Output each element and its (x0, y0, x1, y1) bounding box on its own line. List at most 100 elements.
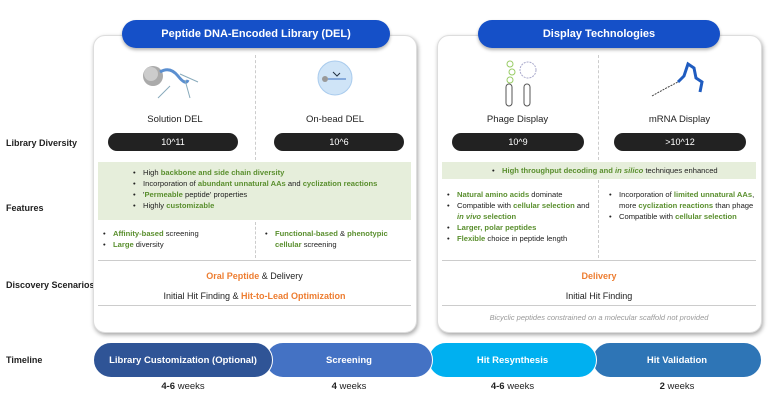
text-segment: Delivery (581, 271, 617, 281)
text-segment: in silico (615, 166, 644, 175)
text-segment: limited unnatural AAs (673, 190, 753, 199)
text-segment: Natural amino acids (457, 190, 530, 199)
phage-display-label: Phage Display (486, 114, 549, 125)
feature-item: 'Permeable peptide' properties (133, 189, 377, 200)
feature-item: Highly customizable (133, 200, 377, 211)
feature-item: Large diversity (103, 239, 248, 250)
display-note: Bicyclic peptides constrained on a molec… (489, 313, 709, 322)
duration-number: 2 (659, 381, 665, 392)
display-card (437, 35, 762, 333)
text-segment: & Delivery (259, 271, 303, 281)
timeline-step: Screening (265, 342, 433, 378)
row-label-discovery: Discovery Scenarios (6, 280, 95, 290)
feature-item: High throughput decoding and in silico t… (492, 165, 718, 176)
timeline-duration: 4-6 weeks (453, 381, 573, 392)
feature-item: Compatible with cellular selection and i… (447, 200, 595, 222)
row-label-diversity: Library Diversity (6, 138, 78, 148)
text-segment: abundant unnatural AAs (197, 179, 286, 188)
text-segment: cellular selection (675, 212, 737, 221)
row-label-timeline: Timeline (6, 355, 43, 365)
timeline-duration: 4-6 weeks (123, 381, 243, 392)
solution-del-illustration (143, 66, 199, 99)
phage-illustration (505, 60, 537, 107)
display-shared-features: High throughput decoding and in silico t… (492, 165, 718, 176)
del-title: Peptide DNA-Encoded Library (DEL) (122, 20, 390, 48)
text-segment: selection (481, 212, 517, 221)
text-segment: peptide' properties (182, 190, 248, 199)
feature-item: High backbone and side chain diversity (133, 167, 377, 178)
text-segment: Compatible with (457, 201, 514, 210)
discovery-line: Initial Hit Finding (442, 286, 756, 306)
feature-item: Functional-based & phenotypic cellular s… (265, 228, 410, 250)
text-segment: Compatible with (619, 212, 676, 221)
on-bead-del-features: Functional-based & phenotypic cellular s… (265, 228, 410, 250)
diversity-pill: 10^11 (108, 133, 238, 151)
text-segment: Permeable (144, 190, 183, 199)
feature-item: Larger, polar peptides (447, 222, 595, 233)
duration-unit: weeks (336, 381, 367, 392)
del-shared-features: High backbone and side chain diversityIn… (133, 167, 377, 211)
on-bead-del-label: On-bead DEL (305, 114, 365, 125)
text-segment: cyclization reactions (638, 201, 714, 210)
solution-del-features: Affinity-based screeningLarge diversity (103, 228, 248, 250)
phage-display-features: Natural amino acids dominateCompatible w… (447, 189, 595, 244)
mrna-illustration (651, 61, 704, 97)
mrna-display-features: Incorporation of limited unnatural AAs, … (609, 189, 757, 222)
diversity-pill: 10^9 (452, 133, 584, 151)
text-segment: Initial Hit Finding & (163, 291, 242, 301)
bead-illustration (317, 60, 353, 96)
text-segment: customizable (166, 201, 215, 210)
text-segment: phenotypic cellular (275, 229, 388, 249)
text-segment: dominate (529, 190, 563, 199)
discovery-line: Oral Peptide & Delivery (98, 266, 411, 286)
text-segment: than phage (713, 201, 754, 210)
timeline-step: Hit Resynthesis (428, 342, 597, 378)
text-segment: Highly (143, 201, 167, 210)
text-segment: screening (301, 240, 337, 249)
timeline-duration: 2 weeks (617, 381, 737, 392)
text-segment: and (574, 201, 590, 210)
text-segment: ' (143, 190, 145, 199)
text-segment: Hit-to-Lead Optimization (241, 291, 346, 301)
duration-unit: weeks (664, 381, 695, 392)
timeline-step: Library Customization (Optional) (93, 342, 273, 378)
text-segment: backbone and side chain diversity (160, 168, 285, 177)
text-segment: screening (163, 229, 199, 238)
timeline-duration: 4 weeks (289, 381, 409, 392)
text-segment: Incorporation of (143, 179, 198, 188)
text-segment: & (337, 229, 348, 238)
text-segment: Larger, polar peptides (457, 223, 537, 232)
text-segment: diversity (133, 240, 164, 249)
text-segment: Large (113, 240, 134, 249)
text-segment: in vivo (457, 212, 482, 221)
diversity-pill: >10^12 (614, 133, 746, 151)
text-segment: cyclization reactions (302, 179, 378, 188)
text-segment: techniques enhanced (643, 166, 718, 175)
duration-unit: weeks (504, 381, 535, 392)
text-segment: Functional-based (275, 229, 338, 238)
duration-number: 4 (331, 381, 337, 392)
text-segment: Flexible (457, 234, 486, 243)
text-segment: Oral Peptide (206, 271, 260, 281)
feature-item: Affinity-based screening (103, 228, 248, 239)
text-segment: High throughput decoding and (502, 166, 616, 175)
solution-del-label: Solution DEL (147, 114, 203, 125)
duration-number: 4-6 (161, 381, 176, 392)
text-segment: High (143, 168, 161, 177)
feature-item: Compatible with cellular selection (609, 211, 757, 222)
feature-item: Incorporation of limited unnatural AAs, … (609, 189, 757, 211)
feature-item: Natural amino acids dominate (447, 189, 595, 200)
discovery-line: Initial Hit Finding & Hit-to-Lead Optimi… (98, 286, 411, 306)
feature-item: Incorporation of abundant unnatural AAs … (133, 178, 377, 189)
discovery-line: Delivery (442, 266, 756, 286)
duration-unit: weeks (175, 381, 205, 392)
row-label-features: Features (6, 203, 44, 213)
text-segment: Affinity-based (113, 229, 164, 238)
diversity-pill: 10^6 (274, 133, 404, 151)
feature-item: Flexible choice in peptide length (447, 233, 595, 244)
text-segment: cellular selection (513, 201, 575, 210)
mrna-display-label: mRNA Display (648, 114, 711, 125)
timeline-step: Hit Validation (592, 342, 762, 378)
